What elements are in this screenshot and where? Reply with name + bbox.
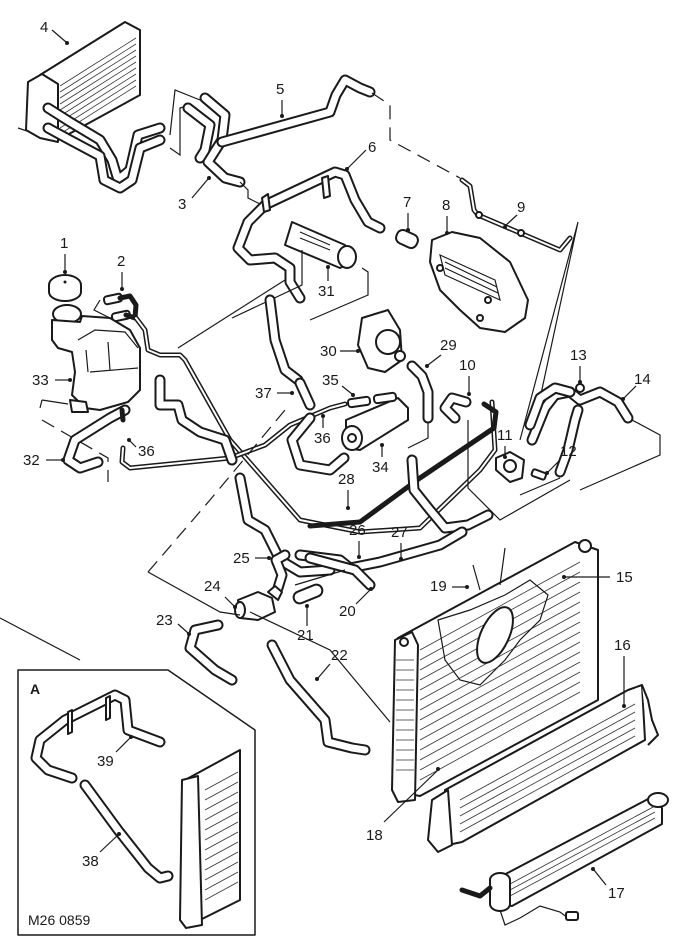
callout-34: 34 [372,459,389,476]
heater-unit [341,397,409,451]
callout-9: 9 [517,199,525,216]
heater-matrix [17,21,141,143]
callout-17: 17 [608,885,625,902]
callout-26: 26 [349,522,366,539]
expansion-tank [51,304,141,413]
callout-19: 19 [430,578,447,595]
callout-3: 3 [178,196,186,213]
oil-cooler [429,231,529,333]
expansion-tank-hose [62,404,131,474]
intercooler [427,684,659,853]
inset-a: A M26 0859 [17,669,256,936]
connector-hoses [346,391,398,409]
hose-37 [264,294,316,411]
connector-hose [395,228,419,250]
callout-18: 18 [366,827,383,844]
reference-code: M26 0859 [28,912,90,928]
callout-8: 8 [442,197,450,214]
callout-37: 37 [255,385,272,402]
heater-return-pipe [216,74,376,148]
callout-6: 6 [368,139,376,156]
tank-outlet-hose [154,374,336,578]
pump-hose [406,360,434,424]
fuel-cooler [459,792,669,926]
callout-32: 32 [23,452,40,469]
callout-11: 11 [497,427,513,444]
callout-35: 35 [322,372,339,389]
bleed-hose [102,292,498,535]
callout-29: 29 [440,337,457,354]
callout-24: 24 [204,578,221,595]
callout-10: 10 [459,357,476,374]
callout-36-left: 36 [138,443,155,460]
callout-15: 15 [616,569,633,586]
callout-5: 5 [276,81,284,98]
heater-hose [182,92,246,188]
callout-14: 14 [634,371,651,388]
thermostat-housing [495,451,525,483]
callout-7: 7 [403,194,411,211]
water-pump [357,309,406,373]
callout-22: 22 [331,647,348,664]
hose-26 [304,552,376,591]
hose-25 [270,549,291,594]
callout-23: 23 [156,612,173,629]
callout-30: 30 [320,343,337,360]
callout-33: 33 [32,372,49,389]
callout-12: 12 [560,443,577,460]
pipe-39 [30,689,166,784]
callout-21: 21 [297,627,314,644]
callout-31: 31 [318,283,335,300]
callout-36-center: 36 [314,430,331,447]
return-hose [307,392,499,529]
hose-23 [184,619,238,686]
bottom-hose [266,639,371,756]
callouts: 1 2 3 4 5 6 7 8 9 10 11 12 13 [23,19,651,902]
pipe-36-center [286,412,350,476]
callout-28: 28 [338,471,355,488]
callout-2: 2 [117,253,125,270]
bleed-screw [575,383,585,393]
callout-1: 1 [60,235,68,252]
temperature-sensor [530,468,548,481]
callout-39: 39 [97,753,114,770]
hose-27 [294,454,494,574]
fan-cowl [437,547,549,686]
callout-13: 13 [570,347,587,364]
pipe-38 [79,779,174,884]
valve [234,585,283,621]
callout-38: 38 [82,853,99,870]
heater-matrix-hoses [42,102,166,194]
inset-label: A [30,681,40,697]
auxiliary-pump [284,221,357,269]
filler-cap [48,274,82,302]
callout-27: 27 [391,524,408,541]
top-hose [524,382,634,478]
callout-25: 25 [233,550,250,567]
pipe-36-left [119,401,348,471]
hose-21 [292,583,324,605]
callout-4: 4 [40,19,48,36]
transfer-pipe [459,177,573,253]
callout-16: 16 [614,637,631,654]
callout-20: 20 [339,603,356,620]
coolant-rail-pipe [232,166,386,304]
inset-radiator [179,749,241,929]
